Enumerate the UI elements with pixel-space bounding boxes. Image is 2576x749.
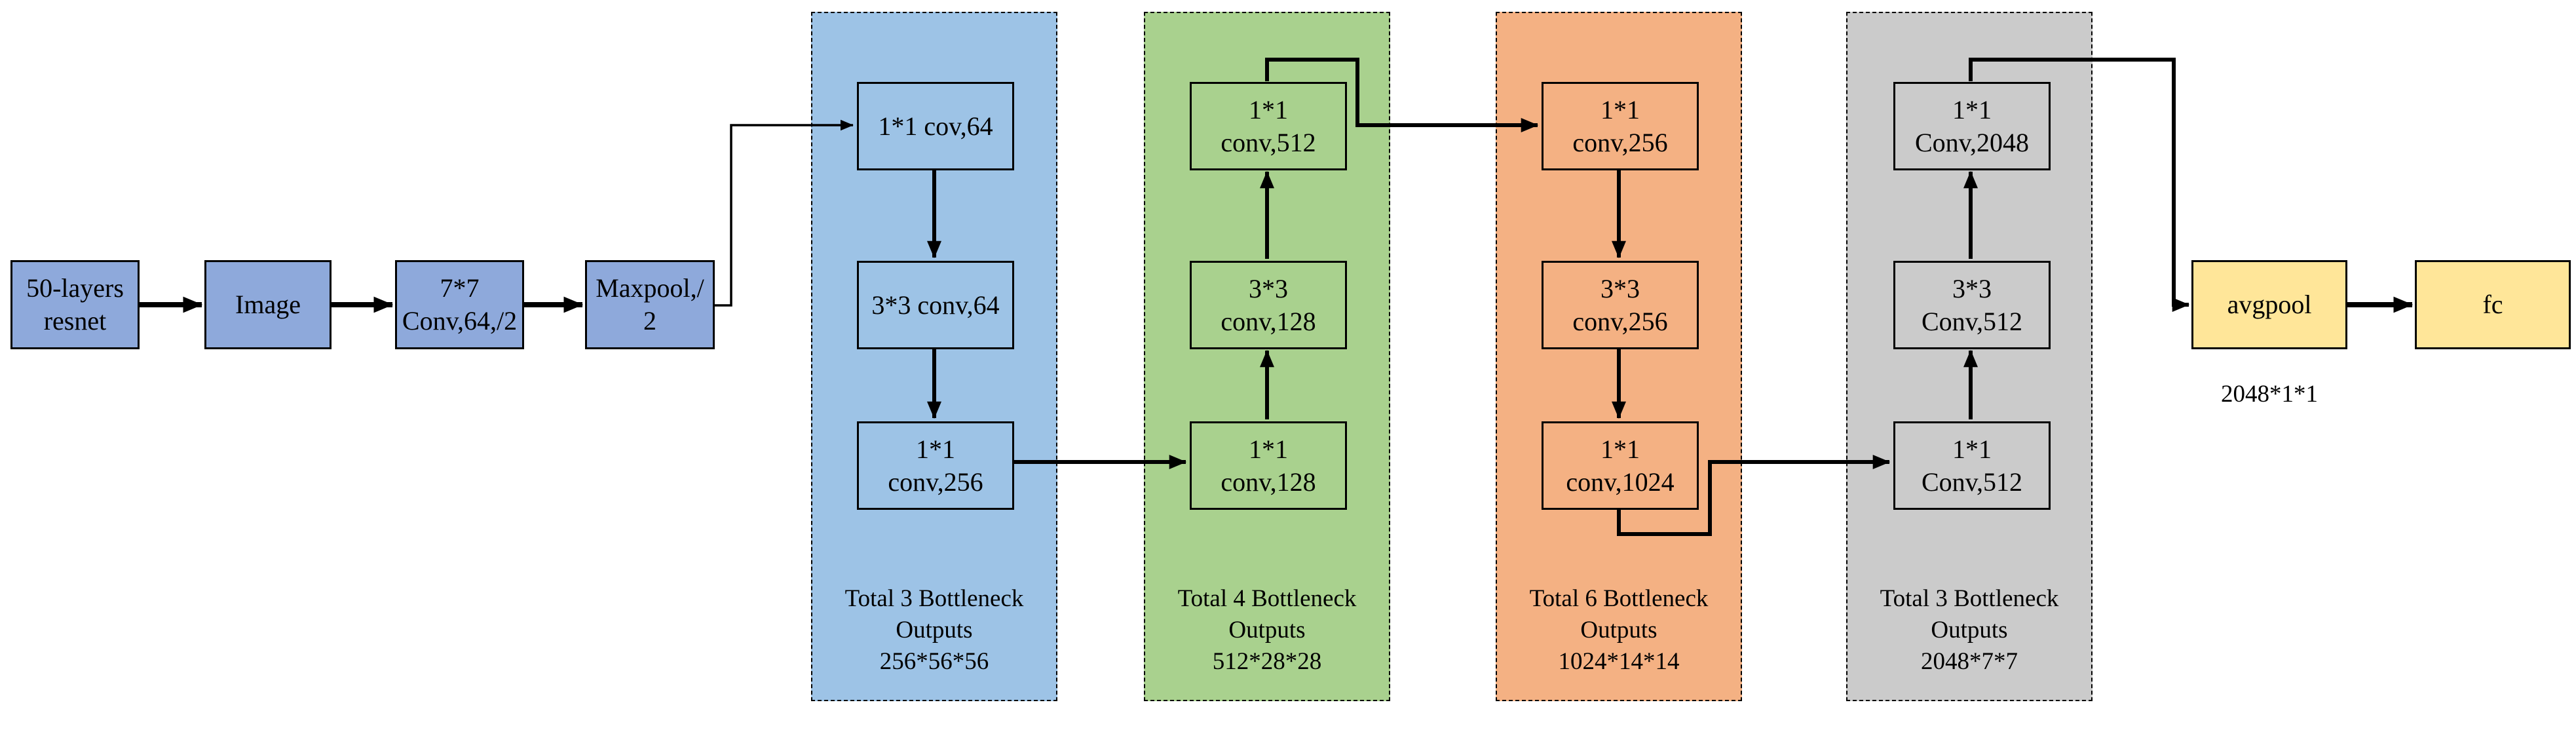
node-image: Image [204,260,331,349]
node-50-layers-resnet: 50-layers resnet [10,260,140,349]
stage3-box-1x1-conv-256: 1*1 conv,256 [1542,82,1699,170]
stage3-box-3x3-conv-256: 3*3 conv,256 [1542,261,1699,349]
stage1-box-1x1-cov-64: 1*1 cov,64 [857,82,1014,170]
stage2-box-1x1-conv-512: 1*1 conv,512 [1190,82,1347,170]
node-conv7x7: 7*7 Conv,64,/2 [395,260,524,349]
stage4-caption: Total 3 Bottleneck Outputs 2048*7*7 [1880,585,2059,675]
avgpool-output-size-note: 2048*1*1 [2221,381,2318,408]
stage2-caption: Total 4 Bottleneck Outputs 512*28*28 [1177,585,1357,675]
stage2-box-1x1-conv-128: 1*1 conv,128 [1190,421,1347,510]
stage4-box-1x1-conv-512: 1*1 Conv,512 [1893,421,2051,510]
stage-container-2: 1*1 conv,512 3*3 conv,128 1*1 conv,128 T… [1144,12,1390,701]
node-maxpool: Maxpool,/ 2 [585,260,715,349]
node-avgpool: avgpool [2191,260,2347,349]
stage4-box-3x3-conv-512: 3*3 Conv,512 [1893,261,2051,349]
node-fc: fc [2415,260,2571,349]
stage1-caption: Total 3 Bottleneck Outputs 256*56*56 [844,585,1024,675]
stage3-box-1x1-conv-1024: 1*1 conv,1024 [1542,421,1699,510]
stage3-caption: Total 6 Bottleneck Outputs 1024*14*14 [1529,585,1709,675]
stage2-box-3x3-conv-128: 3*3 conv,128 [1190,261,1347,349]
stage1-box-3x3-conv-64: 3*3 conv,64 [857,261,1014,349]
stage-container-1: 1*1 cov,64 3*3 conv,64 1*1 conv,256 Tota… [811,12,1057,701]
stage-container-3: 1*1 conv,256 3*3 conv,256 1*1 conv,1024 … [1496,12,1742,701]
stage-container-4: 1*1 Conv,2048 3*3 Conv,512 1*1 Conv,512 … [1846,12,2093,701]
stage1-box-1x1-conv-256: 1*1 conv,256 [857,421,1014,510]
stage4-box-1x1-conv-2048: 1*1 Conv,2048 [1893,82,2051,170]
